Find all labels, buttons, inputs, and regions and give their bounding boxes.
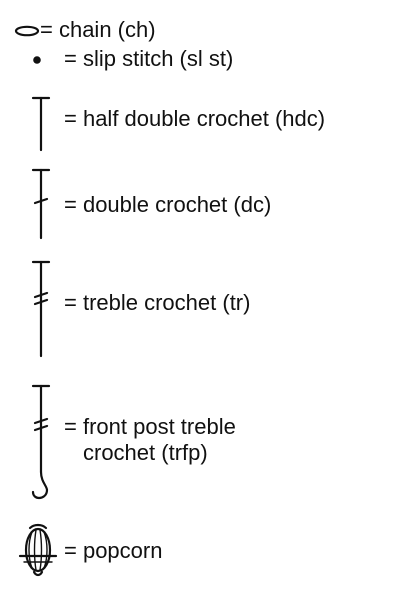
popcorn-icon (18, 523, 58, 577)
chain-icon (14, 25, 40, 37)
dc-label: = double crochet (dc) (64, 192, 272, 217)
slip-stitch-label: = slip stitch (sl st) (64, 46, 234, 71)
legend-row-tr: = treble crochet (tr) (0, 252, 402, 360)
trfp-label-line1: = front post treble (64, 414, 236, 439)
hdc-label: = half double crochet (hdc) (64, 106, 326, 131)
trfp-label: = front post treble crochet (trfp) (64, 414, 236, 466)
trfp-label-line2: crochet (trfp) (83, 440, 208, 465)
legend-row-hdc: = half double crochet (hdc) (0, 86, 402, 156)
legend-row-trfp: = front post treble crochet (trfp) (0, 380, 402, 504)
front-post-treble-crochet-icon (31, 384, 51, 500)
half-double-crochet-icon (31, 96, 51, 152)
legend-row-chain: = chain (ch) (0, 0, 402, 46)
legend-row-popcorn: = popcorn (0, 512, 402, 582)
treble-crochet-icon (31, 260, 51, 358)
chain-label: = chain (ch) (40, 17, 156, 42)
legend-row-dc: = double crochet (dc) (0, 158, 402, 242)
popcorn-label: = popcorn (64, 538, 163, 563)
legend-row-slip-stitch: = slip stitch (sl st) (0, 46, 402, 86)
slip-stitch-icon (33, 56, 41, 64)
double-crochet-icon (31, 168, 51, 240)
tr-label: = treble crochet (tr) (64, 290, 251, 315)
